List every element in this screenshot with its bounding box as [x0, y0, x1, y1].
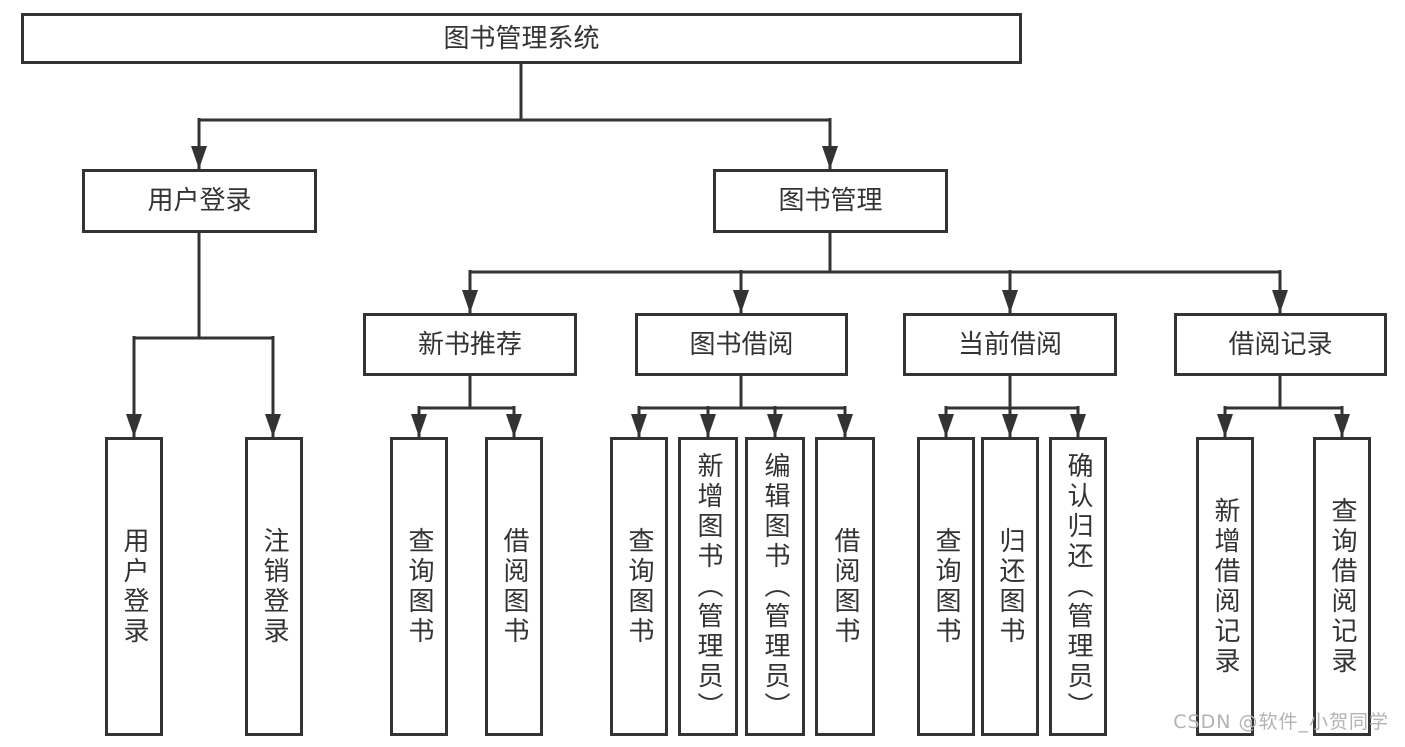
- leaf-edit-book-admin: 编辑图书（管理员）: [745, 437, 805, 736]
- node-label: 新书推荐: [417, 329, 522, 360]
- node-label: 用户登录: [119, 526, 149, 647]
- node-label: 归还图书: [995, 526, 1025, 647]
- node-label: 图书管理: [778, 186, 883, 216]
- leaf-add-borrow-record: 新增借阅记录: [1196, 437, 1254, 736]
- node-label: 借阅图书: [499, 526, 529, 647]
- node-borrow-records: 借阅记录: [1174, 313, 1387, 376]
- node-label: 查询借阅记录: [1327, 496, 1357, 677]
- node-label: 当前借阅: [957, 329, 1062, 360]
- node-label: 新增图书（管理员）: [693, 451, 723, 722]
- leaf-user-login: 用户登录: [105, 437, 163, 736]
- node-label: 新增借阅记录: [1210, 496, 1240, 677]
- node-label: 查询图书: [931, 526, 961, 647]
- leaf-query-borrow-record: 查询借阅记录: [1313, 437, 1371, 736]
- leaf-add-book-admin: 新增图书（管理员）: [678, 437, 738, 736]
- leaf-query-book-under-recommend: 查询图书: [390, 437, 448, 736]
- leaf-logout: 注销登录: [245, 437, 303, 736]
- connector-user-login-children: [126, 233, 281, 437]
- leaf-query-book-under-borrow: 查询图书: [610, 437, 668, 736]
- node-label: 查询图书: [404, 526, 434, 647]
- node-label: 查询图书: [624, 526, 654, 647]
- node-label: 注销登录: [259, 526, 289, 647]
- leaf-borrow-book-under-borrow: 借阅图书: [815, 437, 875, 736]
- csdn-watermark: CSDN @软件_小贺同学: [1173, 711, 1389, 733]
- node-book-borrow: 图书借阅: [635, 313, 848, 376]
- connector-book-management-children: [462, 233, 1288, 313]
- node-book-management: 图书管理: [713, 169, 948, 233]
- connector-borrow-records-children: [1217, 376, 1350, 437]
- connector-current-borrow-children: [938, 376, 1086, 437]
- leaf-query-book-under-current: 查询图书: [917, 437, 975, 736]
- node-current-borrow: 当前借阅: [903, 313, 1117, 376]
- node-new-book-recommend: 新书推荐: [363, 313, 577, 376]
- connector-new-book-recommend-children: [411, 376, 522, 437]
- leaf-borrow-book-under-recommend: 借阅图书: [485, 437, 543, 736]
- node-label: 编辑图书（管理员）: [760, 451, 790, 722]
- node-user-login: 用户登录: [82, 169, 317, 233]
- leaf-return-book: 归还图书: [981, 437, 1039, 736]
- node-label: 用户登录: [147, 186, 252, 216]
- node-label: 确认归还（管理员）: [1063, 451, 1093, 722]
- connector-book-borrow-children: [631, 376, 853, 437]
- node-label: 借阅记录: [1228, 329, 1333, 360]
- connector-root-children: [191, 64, 838, 169]
- leaf-confirm-return-admin: 确认归还（管理员）: [1049, 437, 1107, 736]
- node-label: 图书管理系统: [443, 23, 600, 54]
- node-root-system: 图书管理系统: [21, 13, 1022, 64]
- node-label: 借阅图书: [830, 526, 860, 647]
- node-label: 图书借阅: [689, 329, 794, 360]
